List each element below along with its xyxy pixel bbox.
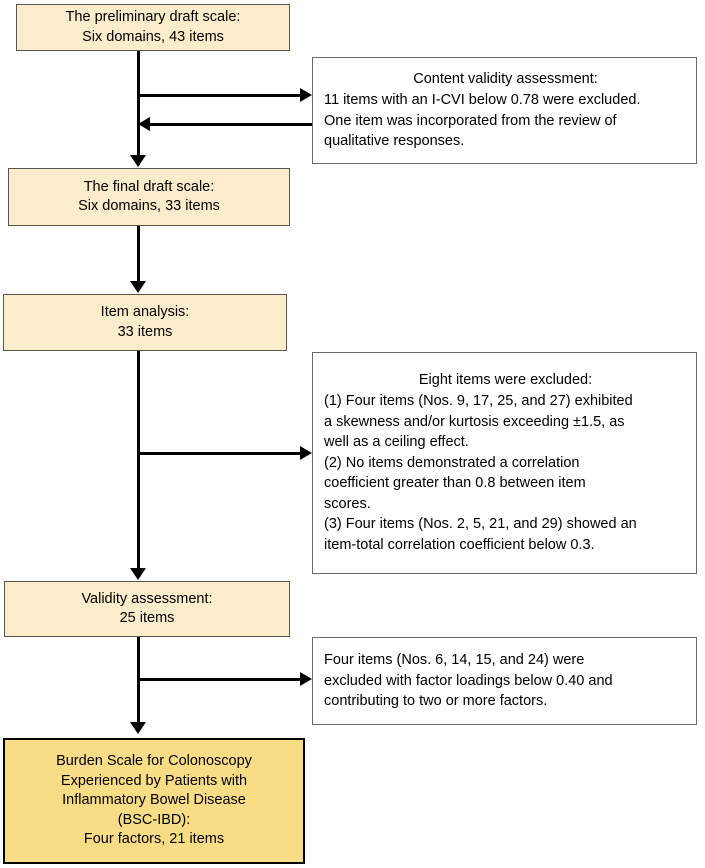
validity-assessment-line2: 25 items	[119, 610, 175, 626]
final-scale-line1: Burden Scale for Colonoscopy	[56, 753, 252, 770]
validity-note-line1: Four items (Nos. 6, 14, 15, and 24) were	[324, 652, 585, 669]
note-item-analysis-exclusions: Eight items were excluded: (1) Four item…	[312, 352, 697, 574]
item-analysis-line1: Item analysis:	[100, 304, 190, 321]
arrowhead-to-item-analysis-note	[300, 446, 312, 460]
arrowhead-preliminary-to-final	[130, 155, 146, 167]
arrowhead-final-draft-to-item-analysis	[130, 281, 146, 293]
item-analysis-note-line1: (1) Four items (Nos. 9, 17, 25, and 27) …	[324, 392, 633, 409]
arrowhead-to-content-validity	[300, 88, 312, 102]
item-analysis-note-line2: a skewness and/or kurtosis exceeding ±1.…	[324, 413, 625, 430]
item-analysis-note-line7: (3) Four items (Nos. 2, 5, 21, and 29) s…	[324, 516, 637, 533]
preliminary-draft-line1: The preliminary draft scale:	[65, 9, 241, 26]
final-scale-line4: (BSC-IBD):	[117, 811, 191, 828]
final-scale-line2: Experienced by Patients with	[60, 772, 248, 789]
connector-to-item-analysis-note	[137, 452, 302, 455]
connector-preliminary-to-final-stem	[137, 51, 140, 165]
validity-note-line2: excluded with factor loadings below 0.40…	[324, 672, 613, 689]
item-analysis-note-line6: scores.	[324, 495, 371, 512]
final-draft-line2: Six domains, 33 items	[78, 198, 220, 214]
note-validity-exclusions: Four items (Nos. 6, 14, 15, and 24) were…	[312, 637, 697, 725]
node-item-analysis: Item analysis: 33 items	[3, 294, 287, 351]
connector-from-content-validity	[150, 123, 312, 126]
arrowhead-validity-to-final-scale	[130, 722, 146, 734]
content-validity-line3: qualitative responses.	[324, 133, 465, 150]
connector-validity-to-final-scale-stem	[137, 637, 140, 726]
node-final-scale-bsc-ibd: Burden Scale for Colonoscopy Experienced…	[3, 738, 305, 864]
final-scale-line5: Four factors, 21 items	[83, 831, 225, 848]
item-analysis-note-line3: well as a ceiling effect.	[324, 434, 469, 451]
connector-final-draft-to-item-analysis	[137, 226, 140, 285]
item-analysis-line2: 33 items	[117, 323, 173, 340]
connector-to-validity-note	[137, 678, 302, 681]
arrowhead-from-content-validity	[138, 117, 150, 131]
arrowhead-item-analysis-to-validity	[130, 568, 146, 580]
final-draft-line1: The final draft scale:	[83, 178, 215, 195]
item-analysis-note-line4: (2) No items demonstrated a correlation	[324, 454, 580, 471]
item-analysis-note-line8: item-total correlation coefficient below…	[324, 537, 595, 554]
connector-item-analysis-to-validity-stem	[137, 351, 140, 573]
content-validity-heading: Content validity assessment:	[413, 71, 598, 88]
preliminary-draft-line2: Six domains, 43 items	[82, 28, 224, 45]
item-analysis-note-heading: Eight items were excluded:	[418, 372, 593, 389]
connector-to-content-validity	[137, 94, 302, 97]
content-validity-line2: One item was incorporated from the revie…	[324, 112, 617, 129]
note-content-validity-assessment: Content validity assessment: 11 items wi…	[312, 57, 697, 164]
node-preliminary-draft-scale: The preliminary draft scale: Six domains…	[16, 4, 290, 51]
validity-assessment-line1: Validity assessment:	[81, 590, 213, 607]
node-validity-assessment: Validity assessment: 25 items	[4, 581, 290, 637]
final-scale-line3: Inflammatory Bowel Disease	[62, 792, 246, 809]
content-validity-line1: 11 items with an I-CVI below 0.78 were e…	[324, 91, 641, 108]
item-analysis-note-line5: coefficient greater than 0.8 between ite…	[324, 475, 586, 492]
arrowhead-to-validity-note	[300, 672, 312, 686]
node-final-draft-scale: The final draft scale: Six domains, 33 i…	[8, 168, 290, 226]
validity-note-line3: contributing to two or more factors.	[324, 693, 548, 710]
